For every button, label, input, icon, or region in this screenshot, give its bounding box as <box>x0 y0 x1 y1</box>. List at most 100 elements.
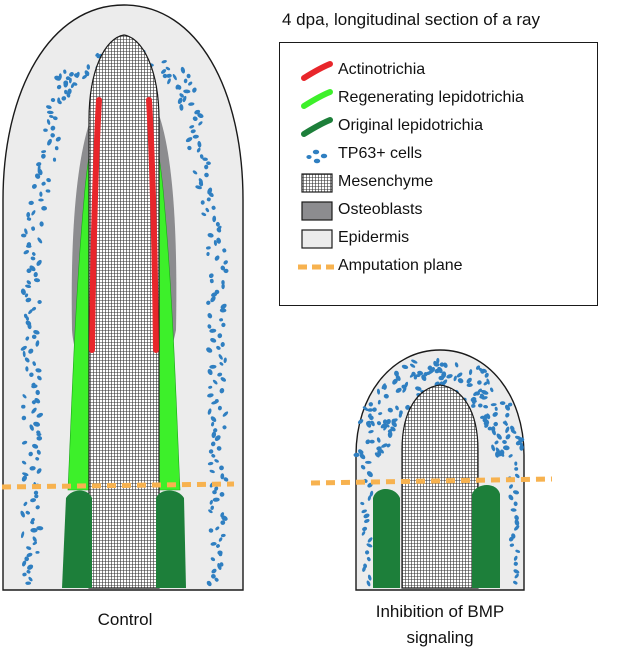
tp63-cell <box>477 380 482 385</box>
tp63-cell <box>34 494 39 499</box>
tp63-cell <box>35 457 40 461</box>
tp63-cell <box>491 428 496 436</box>
tp63-cell <box>31 210 36 216</box>
tp63-cell <box>30 498 37 503</box>
tp63-cell <box>220 377 227 382</box>
tp63-cell <box>494 406 498 411</box>
legend-item-epidermis: Epidermis <box>280 227 597 251</box>
tp63-cell <box>223 260 228 265</box>
tp63-cell <box>508 494 514 501</box>
tp63-cell <box>208 449 214 454</box>
tp63-cell <box>206 347 213 353</box>
tp63-cell <box>494 440 499 445</box>
tp63-cell <box>36 435 43 441</box>
tp63-cell <box>215 526 220 531</box>
tp63-cell <box>30 528 38 533</box>
tp63-cell <box>21 233 27 238</box>
tp63-cell <box>509 543 515 547</box>
tp63-cell <box>509 484 513 489</box>
tp63-cell <box>361 509 367 514</box>
regen-lepido-swatch <box>301 89 333 109</box>
tp63-cell <box>192 134 199 139</box>
tp63-cell <box>31 226 36 231</box>
tp63-cell <box>64 89 68 95</box>
tp63-cell <box>21 440 28 445</box>
tp63-cell <box>409 372 415 378</box>
tp63-cell <box>211 292 218 297</box>
tp63-cell <box>499 451 505 457</box>
tp63-cell <box>359 453 366 460</box>
tp63-cell <box>22 394 27 399</box>
tp63-cell <box>508 536 514 542</box>
tp63-cell <box>30 520 35 525</box>
tp63-cell <box>33 278 41 283</box>
tp63-cell <box>202 157 208 161</box>
tp63-cell <box>471 403 476 408</box>
tp63-cell <box>180 66 186 74</box>
tp63-cell <box>221 322 226 328</box>
tp63-cell <box>216 544 220 548</box>
tp63-cell <box>383 425 388 431</box>
legend-item-mesenchyme: Mesenchyme <box>280 171 597 195</box>
mesenchyme-swatch <box>301 173 333 193</box>
tp63-cell <box>218 354 223 360</box>
tp63-cell <box>492 411 498 417</box>
tp63-cell <box>505 412 510 418</box>
tp63-cell <box>514 467 519 471</box>
tp63-cell <box>205 207 210 213</box>
tp63-cell <box>31 334 37 340</box>
tp63-cell <box>381 443 388 448</box>
tp63-cell <box>438 375 445 381</box>
tp63-cell <box>366 471 373 478</box>
tp63-cell <box>187 145 192 151</box>
tp63-cell <box>26 570 31 574</box>
tp63-cell <box>25 366 29 372</box>
tp63-cell <box>188 81 193 86</box>
tp63-cell <box>30 256 36 261</box>
tp63-cell <box>38 198 44 202</box>
tp63-cell <box>41 150 47 154</box>
tp63-cell <box>395 387 402 393</box>
tp63-cell <box>491 444 496 452</box>
legend-label-tp63: TP63+ cells <box>338 145 423 162</box>
tp63-cell <box>223 357 227 364</box>
tp63-cell <box>387 431 393 438</box>
control-orig-lepido-left <box>62 490 92 588</box>
tp63-cell <box>364 518 370 524</box>
tp63-cell <box>47 138 52 146</box>
tp63-cell <box>31 384 38 389</box>
tp63-cell <box>39 221 44 227</box>
tp63-cell <box>382 419 388 425</box>
tp63-cell <box>206 252 210 256</box>
tp63-cell <box>212 379 218 385</box>
tp63-cell <box>188 102 195 106</box>
tp63-cell <box>483 381 488 386</box>
tp63-cell <box>182 95 187 103</box>
tp63-cell <box>21 460 27 465</box>
control-amputation-plane <box>1 481 235 490</box>
tp63-cell <box>25 581 32 585</box>
legend-item-actinotrichia: Actinotrichia <box>280 59 597 83</box>
tp63-cell <box>208 385 213 389</box>
tp63-cell <box>377 450 382 456</box>
tp63-cell <box>206 580 212 587</box>
tp63-cell <box>196 147 201 153</box>
tp63-cell <box>63 69 67 74</box>
tp63-cell <box>37 168 43 176</box>
caption-bmp-inhibition: Inhibition of BMP signaling <box>330 599 550 651</box>
tp63-cell <box>405 404 411 410</box>
tp63-cell <box>219 465 224 471</box>
tp63-cell <box>211 400 218 405</box>
tp63-cell <box>390 426 396 432</box>
tp63-cell <box>24 357 30 363</box>
tp63-cell <box>221 280 225 285</box>
epidermis-swatch <box>301 229 333 249</box>
tp63-cell <box>31 407 37 414</box>
tp63-cell <box>63 80 69 88</box>
tp63-cell <box>52 157 57 162</box>
tp63-cell <box>33 421 41 427</box>
tp63-cell <box>518 437 524 442</box>
tp63-cell <box>46 178 51 183</box>
tp63-cell <box>216 446 222 451</box>
